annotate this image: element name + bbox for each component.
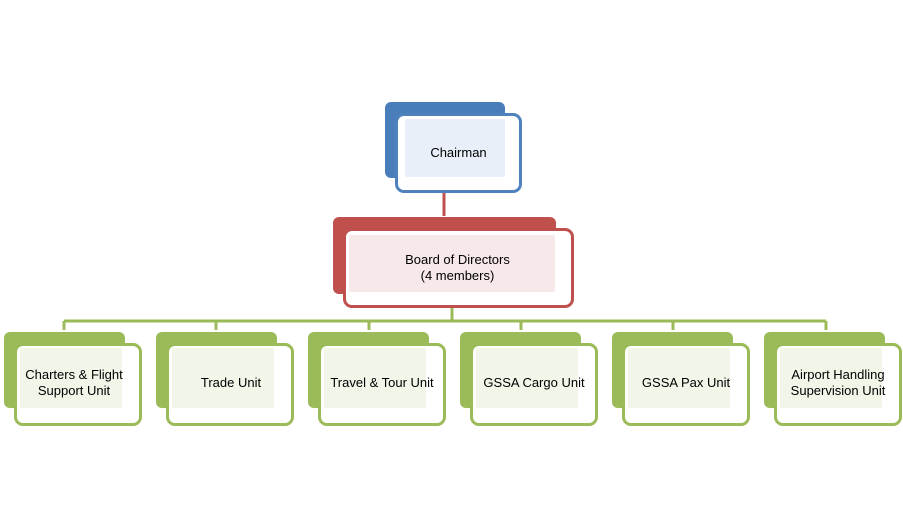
unit-label: GSSA Pax Unit bbox=[641, 375, 731, 390]
unit-fill bbox=[172, 348, 274, 408]
unit-fill bbox=[628, 348, 730, 408]
board-label: Board of Directors (4 members) bbox=[405, 252, 510, 283]
unit-label: Trade Unit bbox=[200, 375, 262, 390]
chairman-fill bbox=[405, 119, 505, 177]
unit-label: Travel & Tour Unit bbox=[330, 375, 434, 390]
unit-fill bbox=[476, 348, 578, 408]
board-fill bbox=[349, 235, 555, 292]
unit-fill bbox=[324, 348, 426, 408]
unit-fill bbox=[780, 348, 882, 408]
unit-label: Airport Handling Supervision Unit bbox=[790, 367, 886, 398]
unit-label: Charters & Flight Support Unit bbox=[25, 367, 123, 398]
chairman-label: Chairman bbox=[430, 145, 487, 160]
unit-label: GSSA Cargo Unit bbox=[483, 375, 585, 390]
unit-fill bbox=[20, 348, 122, 408]
